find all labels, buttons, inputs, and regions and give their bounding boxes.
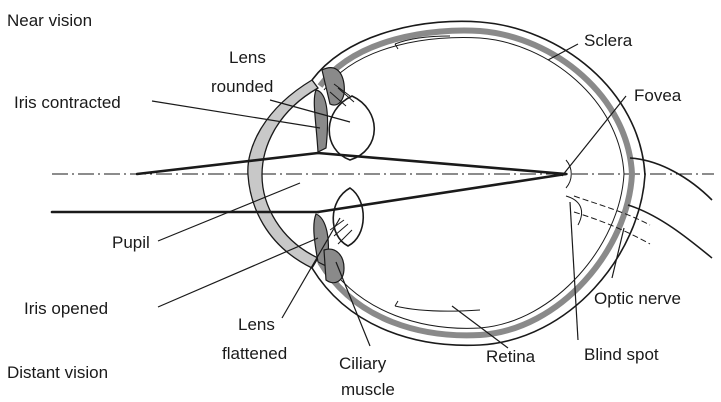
near-ray-refracted: [318, 153, 566, 174]
iris-upper: [314, 90, 327, 152]
label-ciliary-1: Ciliary: [339, 354, 387, 373]
ciliary-body-upper: [322, 68, 344, 105]
lens-flattened: [333, 188, 363, 246]
fovea-leader: [562, 96, 626, 176]
heading-distant-vision: Distant vision: [7, 363, 108, 382]
lens-rounded: [329, 96, 374, 160]
blind-spot-leader: [570, 202, 578, 340]
ciliary-body-lower: [324, 249, 344, 283]
ora-serrata-bottom: [395, 301, 480, 311]
label-lens-rounded-2: rounded: [211, 77, 273, 96]
label-ciliary-2: muscle: [341, 380, 395, 399]
label-sclera: Sclera: [584, 31, 633, 50]
label-fovea: Fovea: [634, 86, 682, 105]
label-lens-rounded-1: Lens: [229, 48, 266, 67]
optic-nerve-lower: [628, 205, 712, 258]
label-retina: Retina: [486, 347, 536, 366]
label-lens-flattened-2: flattened: [222, 344, 287, 363]
label-blind-spot: Blind spot: [584, 345, 659, 364]
label-iris-contracted: Iris contracted: [14, 93, 121, 112]
heading-near-vision: Near vision: [7, 11, 92, 30]
label-lens-flattened-1: Lens: [238, 315, 275, 334]
choroid-layer: [320, 31, 632, 336]
ciliary-leader: [336, 262, 370, 346]
label-optic-nerve: Optic nerve: [594, 289, 681, 308]
near-ray-in: [137, 153, 318, 174]
optic-disc: [566, 196, 582, 225]
label-iris-opened: Iris opened: [24, 299, 108, 318]
retina-leader: [452, 306, 508, 348]
label-pupil: Pupil: [112, 233, 150, 252]
